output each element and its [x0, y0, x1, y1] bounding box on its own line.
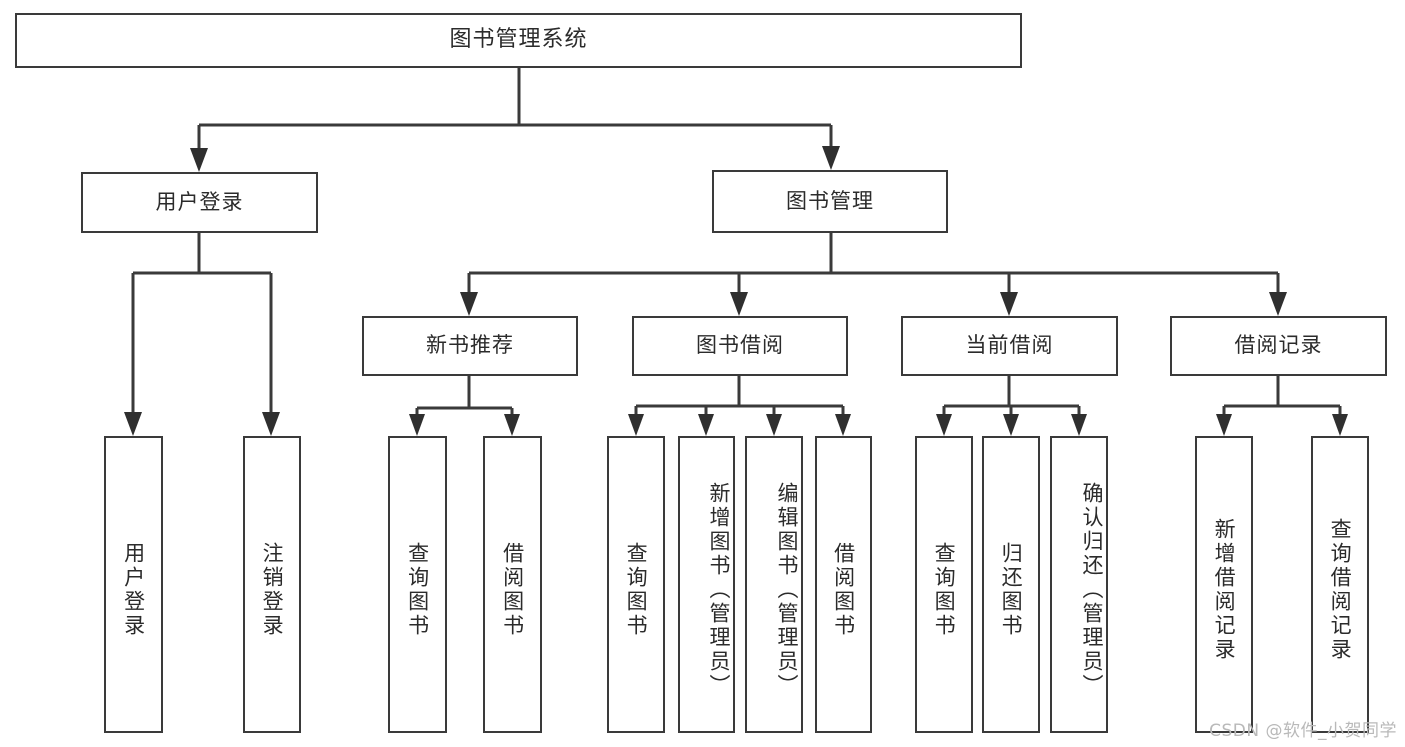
node-label: 借阅记录 [1234, 333, 1323, 358]
node-book-management[interactable]: 图书管理 [712, 170, 948, 233]
node-label: 查询图书 [624, 541, 649, 638]
leaf-query-book-borrow[interactable]: 查询图书 [607, 436, 665, 733]
node-label: 图书借阅 [696, 333, 784, 358]
leaf-user-login[interactable]: 用户登录 [104, 436, 163, 733]
node-label: 借阅图书 [500, 541, 525, 638]
node-label: 归还图书 [999, 541, 1024, 638]
node-label: 查询借阅记录 [1328, 517, 1353, 662]
node-label: 用户登录 [121, 541, 146, 638]
node-label: 借阅图书 [831, 541, 856, 638]
leaf-query-borrow-record[interactable]: 查询借阅记录 [1311, 436, 1369, 733]
watermark-text: CSDN @软件_小贺同学 [1209, 721, 1397, 741]
node-label: 当前借阅 [965, 333, 1054, 358]
node-label: 编辑图书（管理员） [775, 481, 799, 698]
node-label: 查询图书 [932, 541, 957, 638]
leaf-borrow-book-recommend[interactable]: 借阅图书 [483, 436, 542, 733]
node-label: 确认归还（管理员） [1080, 481, 1104, 698]
node-label: 注销登录 [260, 541, 285, 638]
node-current-borrow[interactable]: 当前借阅 [901, 316, 1118, 376]
node-borrow-record[interactable]: 借阅记录 [1170, 316, 1387, 376]
node-root-system[interactable]: 图书管理系统 [15, 13, 1022, 68]
leaf-user-logout[interactable]: 注销登录 [243, 436, 301, 733]
leaf-edit-book[interactable]: 编辑图书（管理员） [745, 436, 803, 733]
node-label: 图书管理 [786, 188, 874, 213]
node-label: 新增借阅记录 [1212, 517, 1237, 662]
leaf-add-book[interactable]: 新增图书（管理员） [678, 436, 735, 733]
node-new-book-recommend[interactable]: 新书推荐 [362, 316, 578, 376]
node-label: 新增图书（管理员） [707, 481, 731, 698]
leaf-query-book-recommend[interactable]: 查询图书 [388, 436, 447, 733]
leaf-confirm-return[interactable]: 确认归还（管理员） [1050, 436, 1108, 733]
node-book-borrow[interactable]: 图书借阅 [632, 316, 848, 376]
leaf-add-borrow-record[interactable]: 新增借阅记录 [1195, 436, 1253, 733]
node-label: 用户登录 [155, 189, 244, 214]
node-label: 查询图书 [405, 541, 430, 638]
node-label: 新书推荐 [426, 333, 514, 358]
leaf-borrow-book[interactable]: 借阅图书 [815, 436, 872, 733]
node-label: 图书管理系统 [449, 27, 588, 53]
leaf-return-book[interactable]: 归还图书 [982, 436, 1040, 733]
node-user-login[interactable]: 用户登录 [81, 172, 318, 233]
leaf-query-book-current[interactable]: 查询图书 [915, 436, 973, 733]
